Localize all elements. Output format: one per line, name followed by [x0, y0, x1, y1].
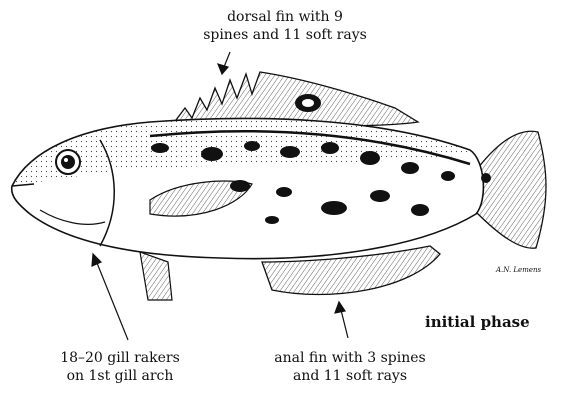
caudal-fin: [476, 131, 546, 248]
anal-fin-label-line2: and 11 soft rays: [240, 367, 460, 385]
dorsal-fin-label-line1: dorsal fin with 9: [180, 8, 390, 26]
gill-rakers-label: 18–20 gill rakers on 1st gill arch: [20, 349, 220, 385]
artist-signature: A.N. Lemens: [495, 266, 541, 274]
eye: [56, 150, 80, 174]
anal-fin-label: anal fin with 3 spines and 11 soft rays: [240, 349, 460, 385]
phase-label: initial phase: [425, 313, 530, 331]
pelvic-fin: [140, 252, 172, 300]
dorsal-fin-label-line2: spines and 11 soft rays: [180, 26, 390, 44]
gill-rakers-label-line2: on 1st gill arch: [20, 367, 220, 385]
gill-rakers-label-line1: 18–20 gill rakers: [20, 349, 220, 367]
anal-fin-label-line1: anal fin with 3 spines: [240, 349, 460, 367]
dorsal-fin-label: dorsal fin with 9 spines and 11 soft ray…: [180, 8, 390, 44]
